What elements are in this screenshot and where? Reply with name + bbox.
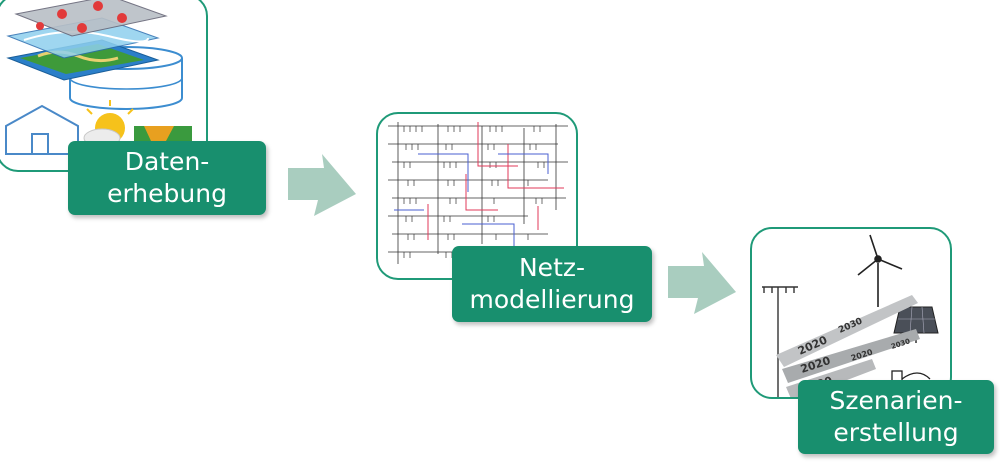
- map-layers-icon: [6, 0, 168, 81]
- step-label-network-modelling: Netz- modellierung: [452, 246, 652, 322]
- step-label-line: Daten-: [124, 147, 210, 176]
- wind-turbine-icon: [857, 234, 903, 307]
- step-label-line: modellierung: [469, 285, 635, 314]
- solar-panel-icon: [893, 306, 939, 343]
- scenario-frame: 2020 2030 2020 2020 2030 2020: [750, 227, 952, 399]
- scenario-year-label: 2020: [796, 333, 830, 357]
- step-label-line: Netz-: [518, 253, 586, 282]
- step-label-scenario-creation: Szenarien- erstellung: [798, 380, 994, 454]
- flow-arrow-2: [668, 252, 736, 314]
- step-label-line: erstellung: [833, 418, 959, 447]
- step-label-line: erhebung: [107, 179, 227, 208]
- flow-arrow-1: [288, 154, 356, 216]
- step-label-line: Szenarien-: [829, 386, 963, 415]
- scenario-illustration: 2020 2030 2020 2020 2030 2020: [762, 234, 939, 397]
- power-pole-icon: [762, 286, 798, 397]
- step-label-data-collection: Daten- erhebung: [68, 141, 266, 215]
- house-icon: [5, 104, 79, 155]
